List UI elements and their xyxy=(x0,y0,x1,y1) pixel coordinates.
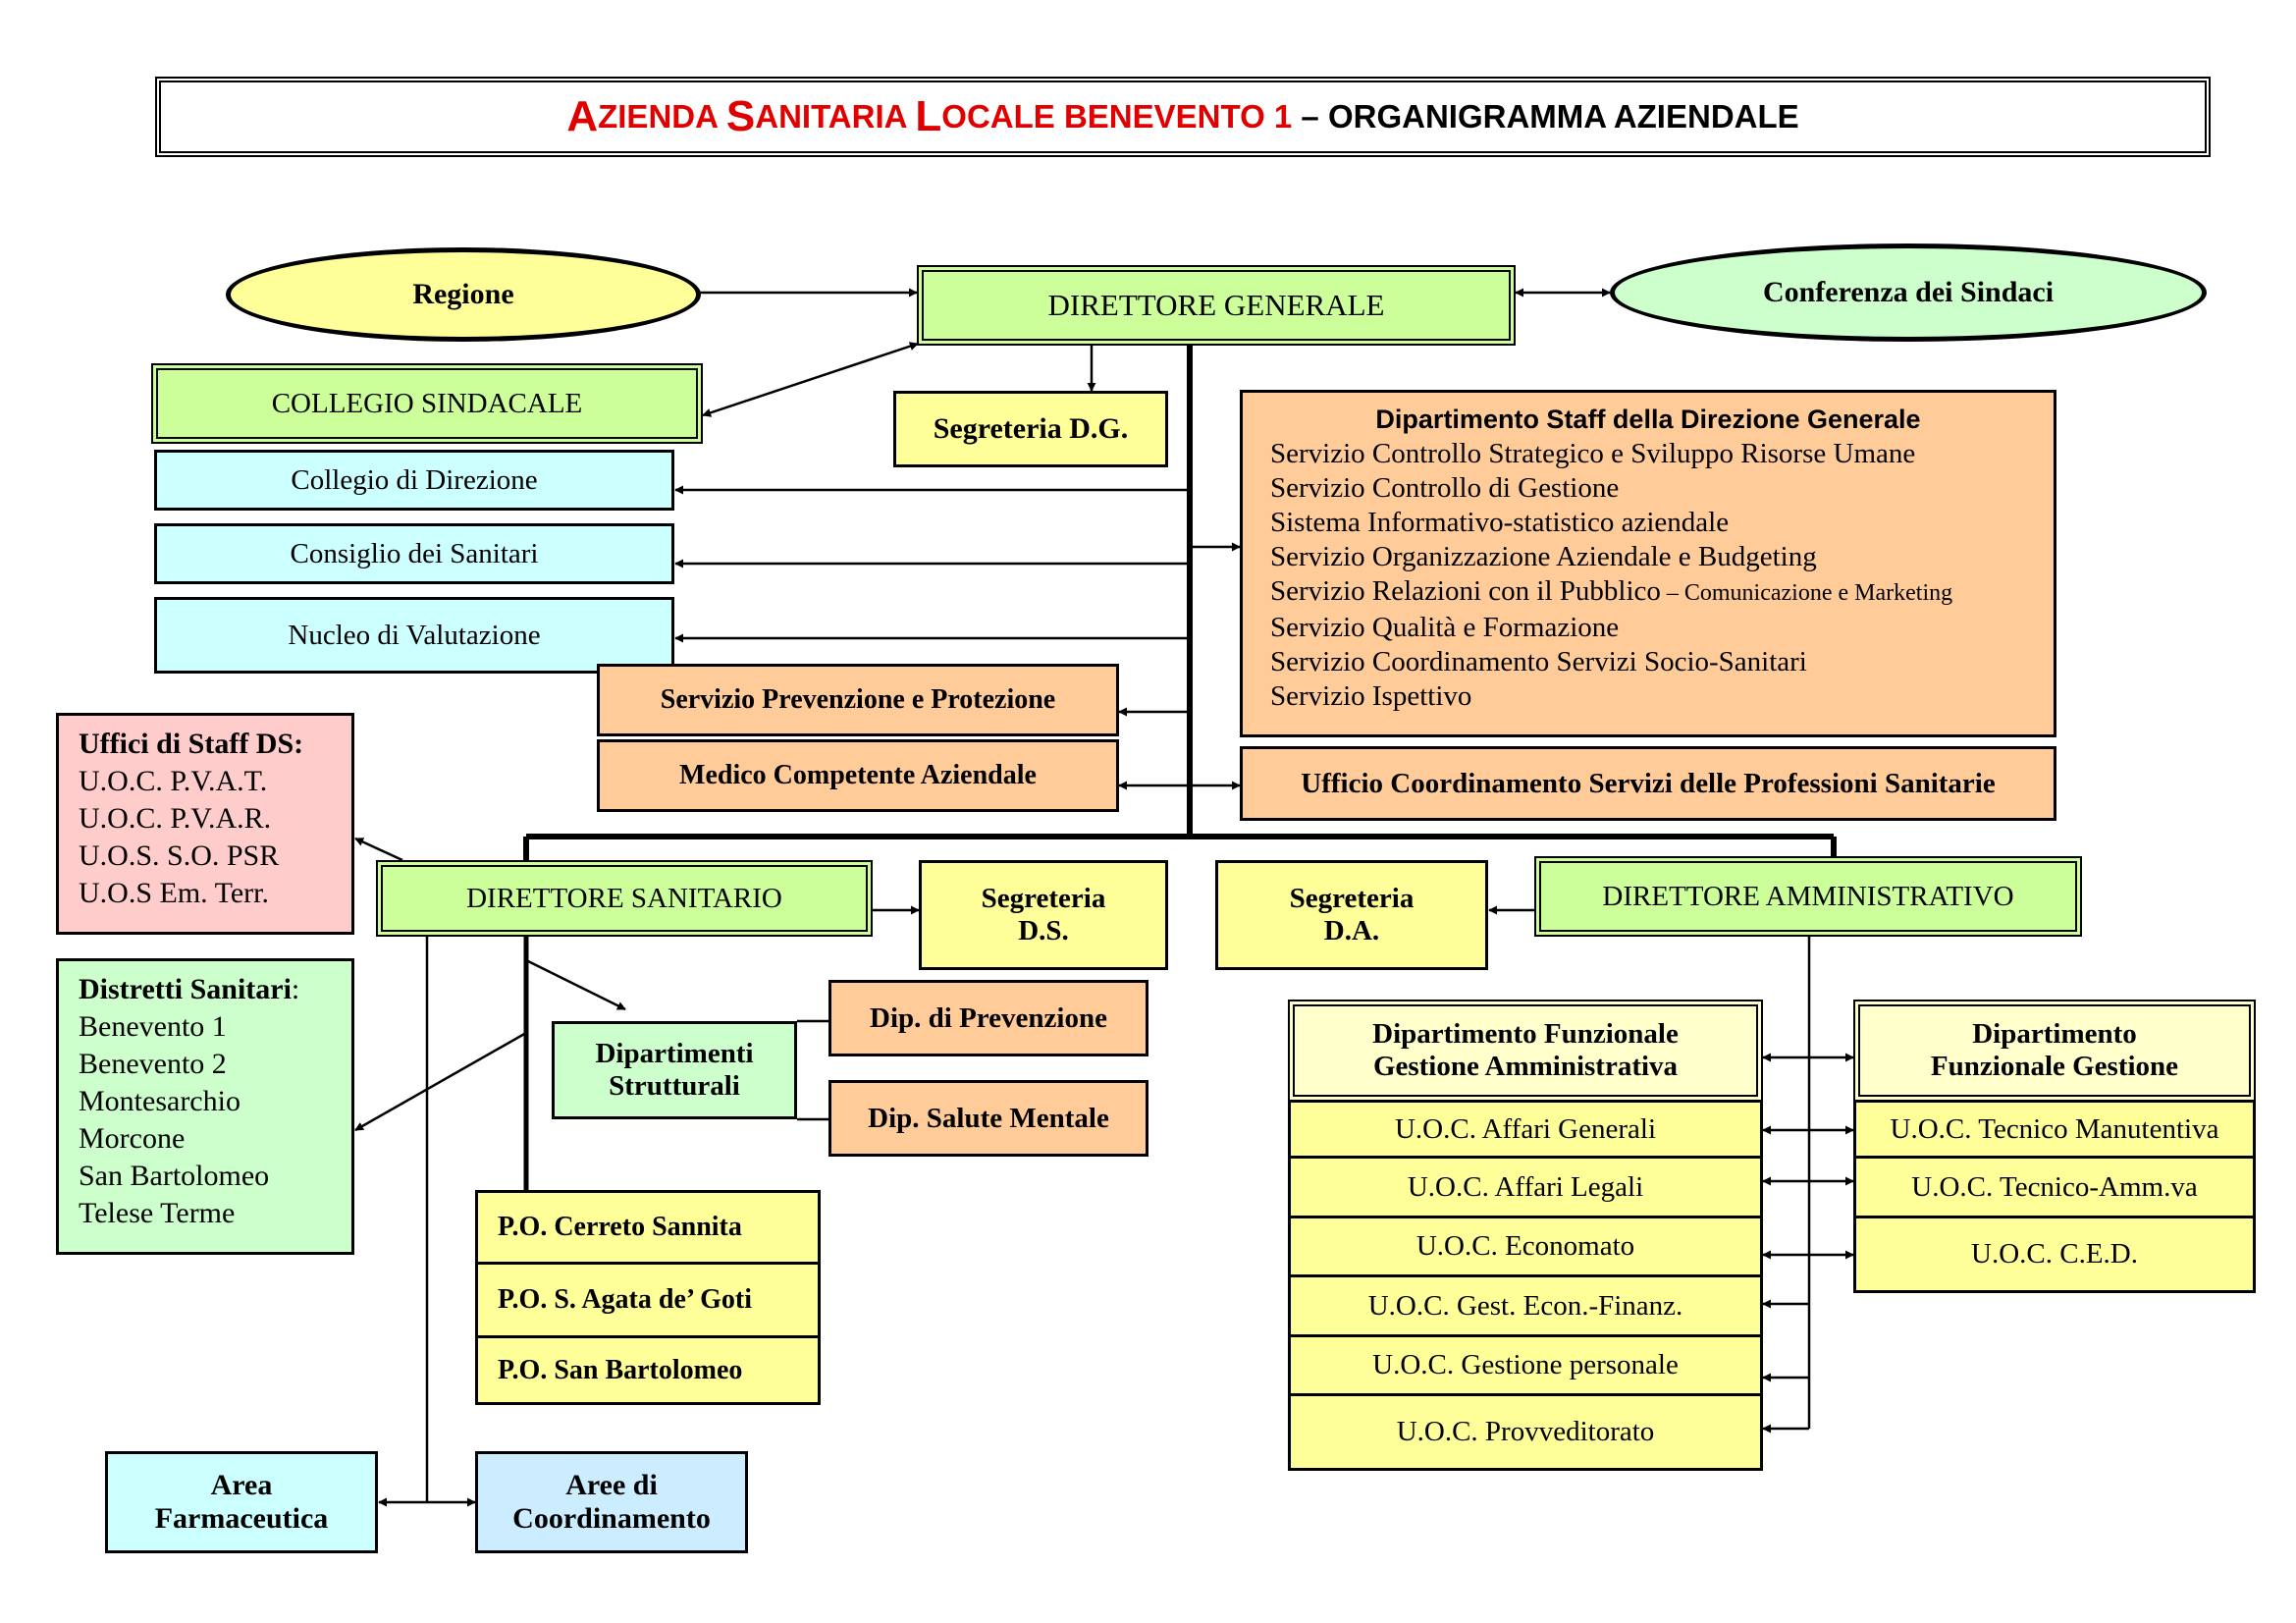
dipartimenti-strutturali-node: Dipartimenti Strutturali xyxy=(552,1021,797,1119)
uoc-amministrative-stack: U.O.C. Affari Generali U.O.C. Affari Leg… xyxy=(1288,1100,1763,1471)
staff-dg-item: Servizio Organizzazione Aziendale e Budg… xyxy=(1270,541,1817,572)
ufficio-coordinamento-node: Ufficio Coordinamento Servizi delle Prof… xyxy=(1240,746,2056,821)
uoc-gestione-stack: U.O.C. Tecnico Manutentiva U.O.C. Tecnic… xyxy=(1853,1100,2256,1293)
uffici-staff-item: U.O.C. P.V.A.R. xyxy=(79,802,272,835)
uoc-affari-legali: U.O.C. Affari Legali xyxy=(1288,1159,1763,1218)
ds-uffici-staff-arrow xyxy=(354,837,403,862)
title-s: S xyxy=(725,92,756,140)
coordinamento-line2: Coordinamento xyxy=(512,1502,711,1535)
direttore-generale-node: DIRETTORE GENERALE xyxy=(917,265,1516,346)
presidi-ospedalieri-stack: P.O. Cerreto Sannita P.O. S. Agata de’ G… xyxy=(475,1190,821,1405)
staff-dg-item: Sistema Informativo-statistico aziendale xyxy=(1270,507,1730,538)
farmaceutica-line1: Area xyxy=(210,1469,273,1501)
uoc-gest-econ-finanz: U.O.C. Gest. Econ.-Finanz. xyxy=(1288,1277,1763,1337)
aree-coordinamento-node: Aree di Coordinamento xyxy=(475,1451,748,1553)
distretto-item: Morcone xyxy=(79,1122,186,1155)
collegio-direzione-node: Collegio di Direzione xyxy=(154,450,674,511)
title-a: A xyxy=(566,92,599,140)
uoc-provveditorato: U.O.C. Provveditorato xyxy=(1288,1396,1763,1471)
title-benevento: BENEVENTO 1 xyxy=(1063,98,1293,135)
distretti-header-colon: : xyxy=(291,973,300,1005)
distretto-item: Benevento 2 xyxy=(79,1048,227,1080)
uoc-tecnico-manutentiva: U.O.C. Tecnico Manutentiva xyxy=(1853,1100,2256,1159)
conferenza-sindaci-node: Conferenza dei Sindaci xyxy=(1610,243,2207,342)
uffici-staff-item: U.O.S Em. Terr. xyxy=(79,877,270,909)
dip-gestione-amministrativa-node: Dipartimento Funzionale Gestione Amminis… xyxy=(1288,1000,1763,1102)
distretto-item: Telese Terme xyxy=(79,1197,236,1229)
collegio-sindacale-node: COLLEGIO SINDACALE xyxy=(151,363,703,444)
title-azienda: ZIENDA xyxy=(598,98,726,135)
dip-prevenzione-node: Dip. di Prevenzione xyxy=(828,980,1148,1056)
gestione-line2: Funzionale Gestione xyxy=(1930,1051,2179,1082)
staff-dg-item: Servizio Ispettivo xyxy=(1270,680,1472,712)
distretto-item: Montesarchio xyxy=(79,1085,240,1117)
distretti-header-label: Distretti Sanitari xyxy=(79,973,292,1005)
staff-dg-node: Dipartimento Staff della Direzione Gener… xyxy=(1240,390,2056,737)
strutturali-line1: Dipartimenti xyxy=(595,1038,754,1069)
distretto-item: San Bartolomeo xyxy=(79,1160,270,1192)
relazioni-label: Servizio Relazioni con il Pubblico xyxy=(1270,575,1661,607)
staff-dg-item: Servizio Controllo Strategico e Sviluppo… xyxy=(1270,438,1916,469)
relazioni-suffix: – Comunicazione e Marketing xyxy=(1660,580,1953,606)
medico-competente-node: Medico Competente Aziendale xyxy=(597,739,1119,812)
gest-amm-line2: Gestione Amministrativa xyxy=(1372,1051,1679,1082)
ds-distretti-arrow xyxy=(354,1031,527,1132)
title-locale: OCALE xyxy=(941,98,1064,135)
presidio-node: P.O. Cerreto Sannita xyxy=(475,1190,821,1265)
coordinamento-line1: Aree di xyxy=(565,1469,658,1501)
presidio-node: P.O. San Bartolomeo xyxy=(475,1338,821,1405)
distretti-header: Distretti Sanitari: xyxy=(79,971,332,1008)
uffici-staff-item: U.O.C. P.V.A.T. xyxy=(79,765,268,797)
staff-dg-header: Dipartimento Staff della Direzione Gener… xyxy=(1375,405,1921,434)
staff-dg-item: Servizio Qualità e Formazione xyxy=(1270,612,1620,643)
distretto-item: Benevento 1 xyxy=(79,1010,227,1043)
segreteria-da-line2: D.A. xyxy=(1323,915,1380,947)
uoc-affari-generali: U.O.C. Affari Generali xyxy=(1288,1100,1763,1159)
staff-dg-item-relazioni: Servizio Relazioni con il Pubblico – Com… xyxy=(1270,574,2026,611)
uoc-gestione-personale: U.O.C. Gestione personale xyxy=(1288,1337,1763,1396)
gestione-line1: Dipartimento xyxy=(1972,1018,2137,1050)
presidio-node: P.O. S. Agata de’ Goti xyxy=(475,1265,821,1338)
uffici-staff-item: U.O.S. S.O. PSR xyxy=(79,839,280,872)
uffici-staff-ds-node: Uffici di Staff DS: U.O.C. P.V.A.T. U.O.… xyxy=(56,713,354,935)
segreteria-ds-line1: Segreteria xyxy=(981,883,1106,914)
segreteria-dg-node: Segreteria D.G. xyxy=(893,391,1168,467)
staff-dg-item: Servizio Controllo di Gestione xyxy=(1270,472,1620,504)
segreteria-ds-node: Segreteria D.S. xyxy=(919,860,1168,970)
uffici-staff-header: Uffici di Staff DS: xyxy=(79,728,304,760)
gest-amm-line1: Dipartimento Funzionale xyxy=(1372,1018,1679,1050)
dg-collegio-arrow xyxy=(702,342,919,417)
nucleo-valutazione-node: Nucleo di Valutazione xyxy=(154,597,674,674)
direttore-sanitario-node: DIRETTORE SANITARIO xyxy=(376,860,873,937)
ds-dipartimenti-arrow xyxy=(525,958,626,1011)
consiglio-sanitari-node: Consiglio dei Sanitari xyxy=(154,523,674,584)
uoc-economato: U.O.C. Economato xyxy=(1288,1218,1763,1277)
regione-node: Regione xyxy=(226,247,701,342)
segreteria-ds-line2: D.S. xyxy=(1018,915,1069,947)
strutturali-line2: Strutturali xyxy=(609,1070,740,1102)
farmaceutica-line2: Farmaceutica xyxy=(154,1502,329,1535)
segreteria-da-node: Segreteria D.A. xyxy=(1215,860,1488,970)
staff-dg-item: Servizio Coordinamento Servizi Socio-San… xyxy=(1270,646,1807,677)
distretti-sanitari-node: Distretti Sanitari: Benevento 1 Benevent… xyxy=(56,958,354,1255)
dip-salute-mentale-node: Dip. Salute Mentale xyxy=(828,1080,1148,1157)
area-farmaceutica-node: Area Farmaceutica xyxy=(105,1451,378,1553)
direttore-amministrativo-node: DIRETTORE AMMINISTRATIVO xyxy=(1534,856,2082,937)
title-l: L xyxy=(915,92,942,140)
title-organigramma: – ORGANIGRAMMA AZIENDALE xyxy=(1292,98,1799,135)
servizio-prevenzione-node: Servizio Prevenzione e Protezione xyxy=(597,664,1119,736)
dip-funzionale-gestione-node: Dipartimento Funzionale Gestione xyxy=(1853,1000,2256,1102)
segreteria-da-line1: Segreteria xyxy=(1289,883,1415,914)
uoc-ced: U.O.C. C.E.D. xyxy=(1853,1218,2256,1293)
uoc-tecnico-amm: U.O.C. Tecnico-Amm.va xyxy=(1853,1159,2256,1218)
title-sanitaria: ANITARIA xyxy=(755,98,916,135)
